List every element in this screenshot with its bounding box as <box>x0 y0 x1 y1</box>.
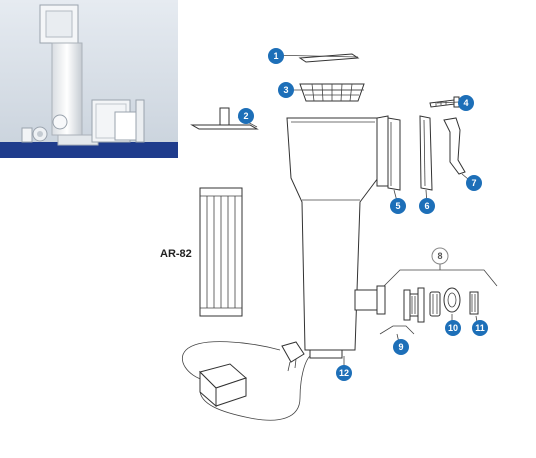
fitting-group-bracket <box>383 269 498 287</box>
part-oring <box>443 287 461 313</box>
svg-text:2: 2 <box>243 111 248 121</box>
part-weir <box>190 107 259 130</box>
part-gasket <box>387 117 401 191</box>
svg-text:7: 7 <box>471 178 476 188</box>
callout-12: 12 <box>336 365 352 381</box>
part-frame <box>419 115 433 191</box>
part-clip <box>379 325 415 335</box>
callout-11: 11 <box>472 320 488 336</box>
part-nut <box>429 291 441 317</box>
callout-3: 3 <box>278 82 294 98</box>
callout-8: 8 <box>431 247 449 265</box>
callout-2: 2 <box>238 108 254 124</box>
callout-10: 10 <box>445 320 461 336</box>
svg-text:8: 8 <box>437 251 442 261</box>
product-photo <box>0 0 178 158</box>
part-fitting-adapter <box>403 287 425 323</box>
part-basket <box>299 83 365 102</box>
callout-1: 1 <box>268 48 284 64</box>
callout-4: 4 <box>458 95 474 111</box>
svg-text:11: 11 <box>475 323 485 333</box>
svg-text:4: 4 <box>463 98 468 108</box>
part-lid <box>298 53 360 63</box>
svg-text:1: 1 <box>273 51 278 61</box>
svg-text:9: 9 <box>398 342 403 352</box>
power-cable <box>181 341 311 421</box>
power-plug <box>281 341 305 372</box>
callout-7: 7 <box>466 175 482 191</box>
part-hose-tail <box>469 291 479 315</box>
svg-text:6: 6 <box>424 201 429 211</box>
svg-text:10: 10 <box>448 323 458 333</box>
skimmer-body <box>286 115 389 359</box>
transformer-box <box>199 363 247 408</box>
callout-6: 6 <box>419 198 435 214</box>
filter-model-label: AR-82 <box>160 248 192 260</box>
svg-text:3: 3 <box>283 85 288 95</box>
svg-text:12: 12 <box>339 368 349 378</box>
callout-5: 5 <box>390 198 406 214</box>
cartridge-filter <box>199 187 243 317</box>
svg-text:5: 5 <box>395 201 400 211</box>
part-hinge <box>443 117 466 175</box>
callout-9: 9 <box>393 339 409 355</box>
